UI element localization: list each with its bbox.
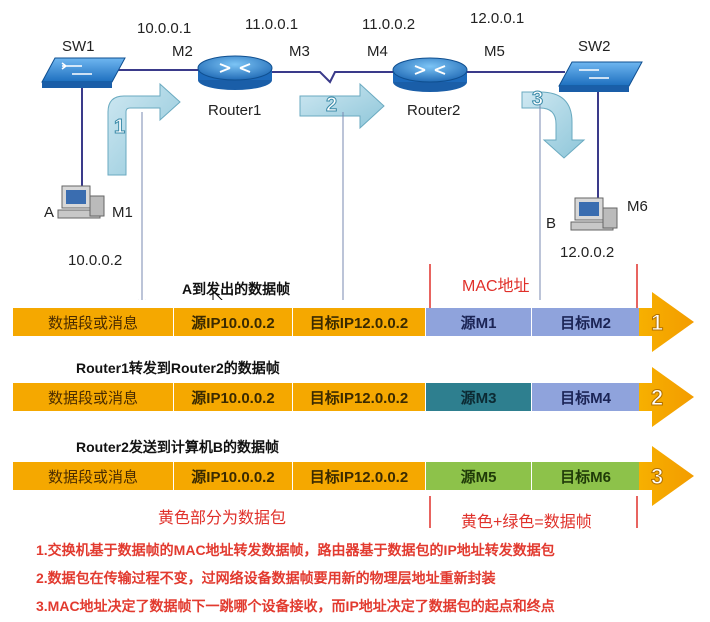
ip-b-label: 12.0.0.2 (560, 244, 615, 261)
src-ip-cell: 源IP10.0.0.2 (174, 383, 293, 411)
payload-cell: 数据段或消息 (13, 383, 174, 411)
dst-ip-cell: 目标IP12.0.0.2 (293, 383, 426, 411)
frame-2-title: Router1转发到Router2的数据帧 (76, 360, 280, 376)
step-number-1: 1 (113, 116, 126, 139)
switch-icon (558, 61, 643, 92)
port-m2-label: M2 (172, 43, 193, 60)
src-ip-cell: 源IP10.0.0.2 (174, 462, 293, 490)
router1-label: Router1 (208, 102, 262, 119)
port-m6-label: M6 (627, 198, 648, 215)
frame-arrow-1 (639, 292, 694, 352)
router2-label: Router2 (407, 102, 461, 119)
dst-ip-cell: 目标IP12.0.0.2 (293, 308, 426, 336)
frame-number-1: 1 (650, 310, 664, 336)
note-2: 2.数据包在传输过程不变，过网络设备数据帧要用新的物理层地址重新封装 (36, 570, 496, 586)
frame-bar-2: 数据段或消息 源IP10.0.0.2 目标IP12.0.0.2 源M3 目标M4 (13, 383, 639, 411)
ip-m4-label: 11.0.0.2 (362, 16, 416, 33)
computer-icon (57, 185, 105, 219)
dst-mac-cell: 目标M2 (532, 308, 639, 336)
ip-a-label: 10.0.0.2 (68, 252, 123, 269)
port-m1-label: M1 (112, 204, 133, 221)
src-mac-cell: 源M5 (426, 462, 532, 490)
ip-m3-label: 11.0.0.1 (245, 16, 299, 33)
dst-mac-cell: 目标M4 (532, 383, 639, 411)
guide-lines (138, 100, 541, 300)
note-3: 3.MAC地址决定了数据帧下一跳哪个设备接收，而IP地址决定了数据包的起点和终点 (36, 598, 555, 614)
frame-1-title: A到发出的数据帧 (182, 281, 291, 297)
payload-cell: 数据段或消息 (13, 462, 174, 490)
dst-mac-cell: 目标M6 (532, 462, 639, 490)
frame-number-2: 2 (650, 385, 664, 411)
router-icon (392, 57, 468, 92)
src-mac-cell: 源M1 (426, 308, 532, 336)
src-mac-cell: 源M3 (426, 383, 532, 411)
step-number-2: 2 (325, 94, 338, 117)
step-arrow-2 (299, 82, 385, 130)
note-1: 1.交换机基于数据帧的MAC地址转发数据帧，路由器基于数据包的IP地址转发数据包 (36, 542, 555, 558)
frame-label: 黄色+绿色=数据帧 (461, 514, 592, 531)
host-b-label: B (546, 215, 557, 232)
packet-label: 黄色部分为数据包 (158, 510, 287, 527)
frame-number-3: 3 (650, 464, 664, 490)
port-m3-label: M3 (289, 43, 310, 60)
frame-arrow-2 (639, 367, 694, 427)
sw1-label: SW1 (62, 38, 95, 55)
frame-bar-1: 数据段或消息 源IP10.0.0.2 目标IP12.0.0.2 源M1 目标M2 (13, 308, 639, 336)
network-topology (41, 55, 643, 300)
step-number-3: 3 (531, 88, 544, 111)
frame-bar-3: 数据段或消息 源IP10.0.0.2 目标IP12.0.0.2 源M5 目标M6 (13, 462, 639, 490)
sw2-label: SW2 (578, 38, 611, 55)
src-ip-cell: 源IP10.0.0.2 (174, 308, 293, 336)
switch-icon (41, 57, 126, 88)
host-a-label: A (44, 204, 55, 221)
step-arrow-1 (107, 82, 181, 176)
port-m5-label: M5 (484, 43, 505, 60)
ip-m2-label: 10.0.0.1 (137, 20, 192, 37)
frame-arrow-3 (639, 446, 694, 506)
computer-icon (570, 197, 618, 231)
payload-cell: 数据段或消息 (13, 308, 174, 336)
ip-m5-label: 12.0.0.1 (470, 10, 525, 27)
router-icon (197, 55, 273, 90)
frame-3-title: Router2发送到计算机B的数据帧 (76, 439, 280, 455)
link-router1-router2 (270, 71, 395, 84)
links (81, 69, 599, 200)
port-m4-label: M4 (367, 43, 388, 60)
mac-address-label: MAC地址 (462, 278, 530, 295)
cursor-icon (212, 289, 223, 300)
step-arrow-3 (521, 91, 586, 159)
dst-ip-cell: 目标IP12.0.0.2 (293, 462, 426, 490)
